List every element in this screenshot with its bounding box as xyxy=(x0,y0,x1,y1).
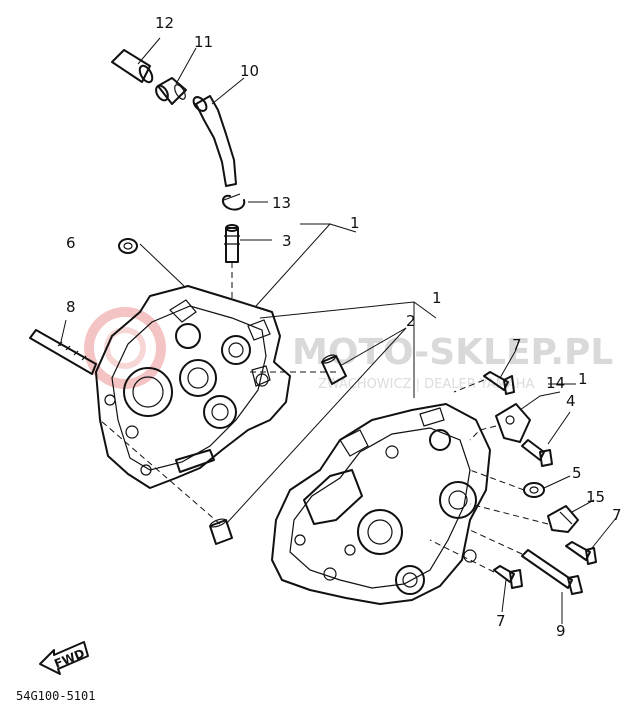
part-2-dowel-lower xyxy=(209,518,233,545)
part-13-clip xyxy=(222,193,246,211)
watermark-logo-ring xyxy=(84,307,166,389)
callout-2: 2 xyxy=(406,312,416,330)
part-3-nipple xyxy=(224,224,240,263)
callout-1-upper: 1 xyxy=(350,214,360,232)
watermark-subtitle: ZWACHOWICZ | DEALER YAMAHA xyxy=(318,377,535,392)
callout-15: 15 xyxy=(586,488,605,506)
callout-1-middle: 1 xyxy=(432,289,442,307)
callout-8: 8 xyxy=(66,298,76,316)
callout-7-lower: 7 xyxy=(496,612,506,630)
callout-labels: 12 11 10 13 3 1 6 8 1 2 7 14 1 4 5 15 7 … xyxy=(66,14,622,640)
callout-13: 13 xyxy=(272,194,291,212)
part-7-bolt-lower xyxy=(493,565,523,589)
callout-12: 12 xyxy=(155,14,174,32)
callout-7-right: 7 xyxy=(612,506,622,524)
callout-7-upper: 7 xyxy=(512,336,522,354)
part-7-bolt-right xyxy=(565,541,597,565)
callout-4: 4 xyxy=(566,392,576,410)
callout-11: 11 xyxy=(194,33,213,51)
part-7-bolt-upper xyxy=(483,371,515,395)
part-15-hose-guide xyxy=(547,505,579,533)
leader-lines xyxy=(59,37,617,624)
callout-6: 6 xyxy=(66,234,76,252)
left-crankcase xyxy=(95,285,291,489)
diagram-code: 54G100-5101 xyxy=(16,689,95,703)
watermark-brand: MOTO-SKLEP.PL xyxy=(292,332,613,373)
callout-3: 3 xyxy=(282,232,292,250)
part-2-dowel-upper xyxy=(321,354,347,385)
part-4-bolt xyxy=(521,439,553,467)
part-5-washer xyxy=(523,482,545,498)
fwd-arrow: FWD xyxy=(39,641,89,675)
part-14-bracket xyxy=(495,403,531,443)
part-12-plug xyxy=(111,49,154,84)
callout-10: 10 xyxy=(240,62,259,80)
right-crankcase xyxy=(271,403,491,605)
callout-5: 5 xyxy=(572,464,582,482)
part-6-seal xyxy=(118,238,138,254)
part-10-breather-hose xyxy=(192,95,237,187)
callout-1-right: 1 xyxy=(578,370,588,388)
part-9-long-bolt xyxy=(521,549,583,595)
part-11-joint xyxy=(155,77,187,105)
callout-9: 9 xyxy=(556,622,566,640)
callout-14: 14 xyxy=(546,374,565,392)
fwd-label: FWD xyxy=(52,646,86,671)
